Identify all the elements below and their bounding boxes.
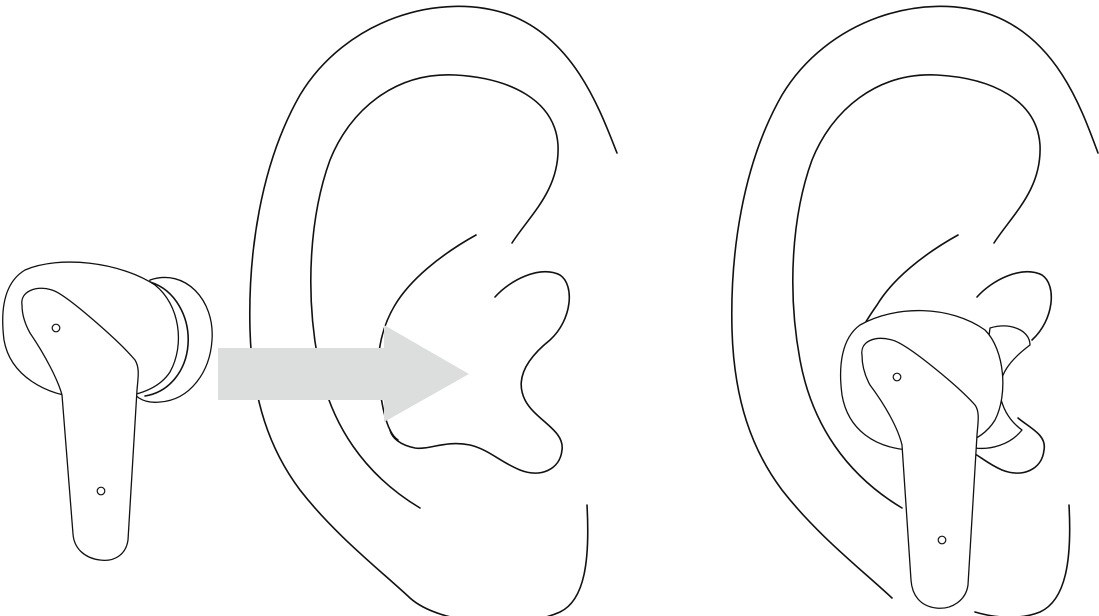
ear2-earbud-sensor-dot <box>893 373 901 381</box>
ear2-earbud-mic-dot <box>938 536 946 544</box>
arrow-right-icon <box>218 325 469 422</box>
ear-with-earbud-icon <box>732 6 1098 616</box>
earbud-sensor-dot <box>52 324 60 332</box>
ear-icon <box>250 6 617 616</box>
earbud-mic-dot <box>97 487 105 495</box>
ear-antihelix <box>311 75 558 508</box>
earbud-icon <box>3 262 212 560</box>
ear2-outer-helix-lower <box>975 505 1070 616</box>
ear-outer-helix <box>250 6 617 616</box>
